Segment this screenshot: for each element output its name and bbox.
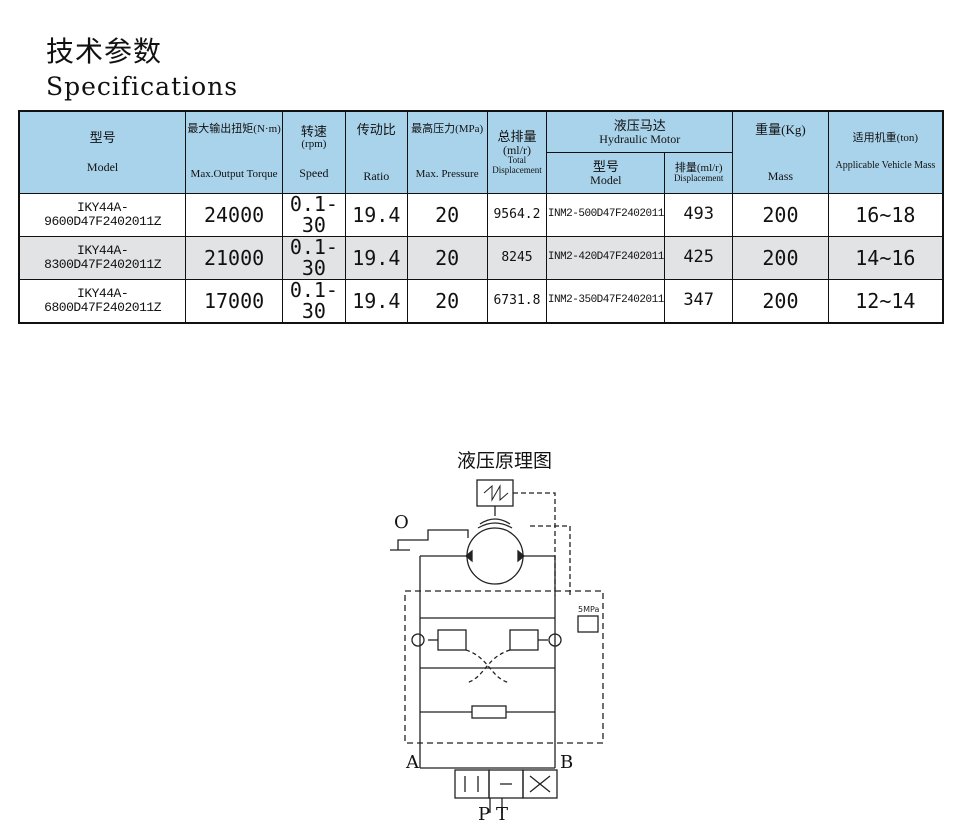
col-header-vehicle: 适用机重(ton) Applicable Vehicle Mass [827,110,944,194]
col-header-speed: 转速 (rpm) Speed [281,110,346,194]
col-header-motor-disp: 排量(ml/r) Displacement [664,152,734,194]
valve-block [404,590,604,744]
table-row: IKY44A-8300D47F2402011Z 21000 0.1-30 19.… [18,236,944,280]
table-row: IKY44A-6800D47F2402011Z 17000 0.1-30 19.… [18,279,944,324]
page-title-en: Specifications [46,72,239,101]
col-header-hydraulic-motor: 液压马达 Hydraulic Motor [546,110,734,153]
pressure-label: 5MPa [578,605,599,614]
col-header-motor-model: 型号 Model [546,152,666,194]
directional-valve-icon [454,769,490,799]
valve-right-icon [509,629,539,651]
port-b-label: B [560,752,573,773]
spec-table: 型号 Model 最大输出扭矩(N·m) Max.Output Torque 转… [18,110,944,324]
col-header-mass: 重量(Kg) Mass [732,110,829,194]
page-title-cn: 技术参数 [46,35,163,68]
port-o-label: O [394,512,409,533]
valve-left-icon [437,629,467,651]
shuttle-valve-icon [471,705,507,719]
hydraulic-schematic: 5MPa O A B P T [390,479,604,823]
col-header-ratio: 传动比 Ratio [344,110,408,194]
port-t-label: T [496,804,508,823]
table-row: IKY44A-9600D47F2402011Z 24000 0.1-30 19.… [18,193,944,237]
hydraulic-motor-icon [466,527,524,585]
port-p-label: P [478,804,490,823]
diagram-title: 液压原理图 [457,450,553,472]
col-header-pressure: 最高压力(MPa) Max. Pressure [406,110,488,194]
col-header-torque: 最大输出扭矩(N·m) Max.Output Torque [185,110,283,194]
col-header-model: 型号 Model [18,110,187,194]
port-a-label: A [405,752,420,773]
col-header-displacement: 总排量 (ml/r) Total Displacement [486,110,548,194]
